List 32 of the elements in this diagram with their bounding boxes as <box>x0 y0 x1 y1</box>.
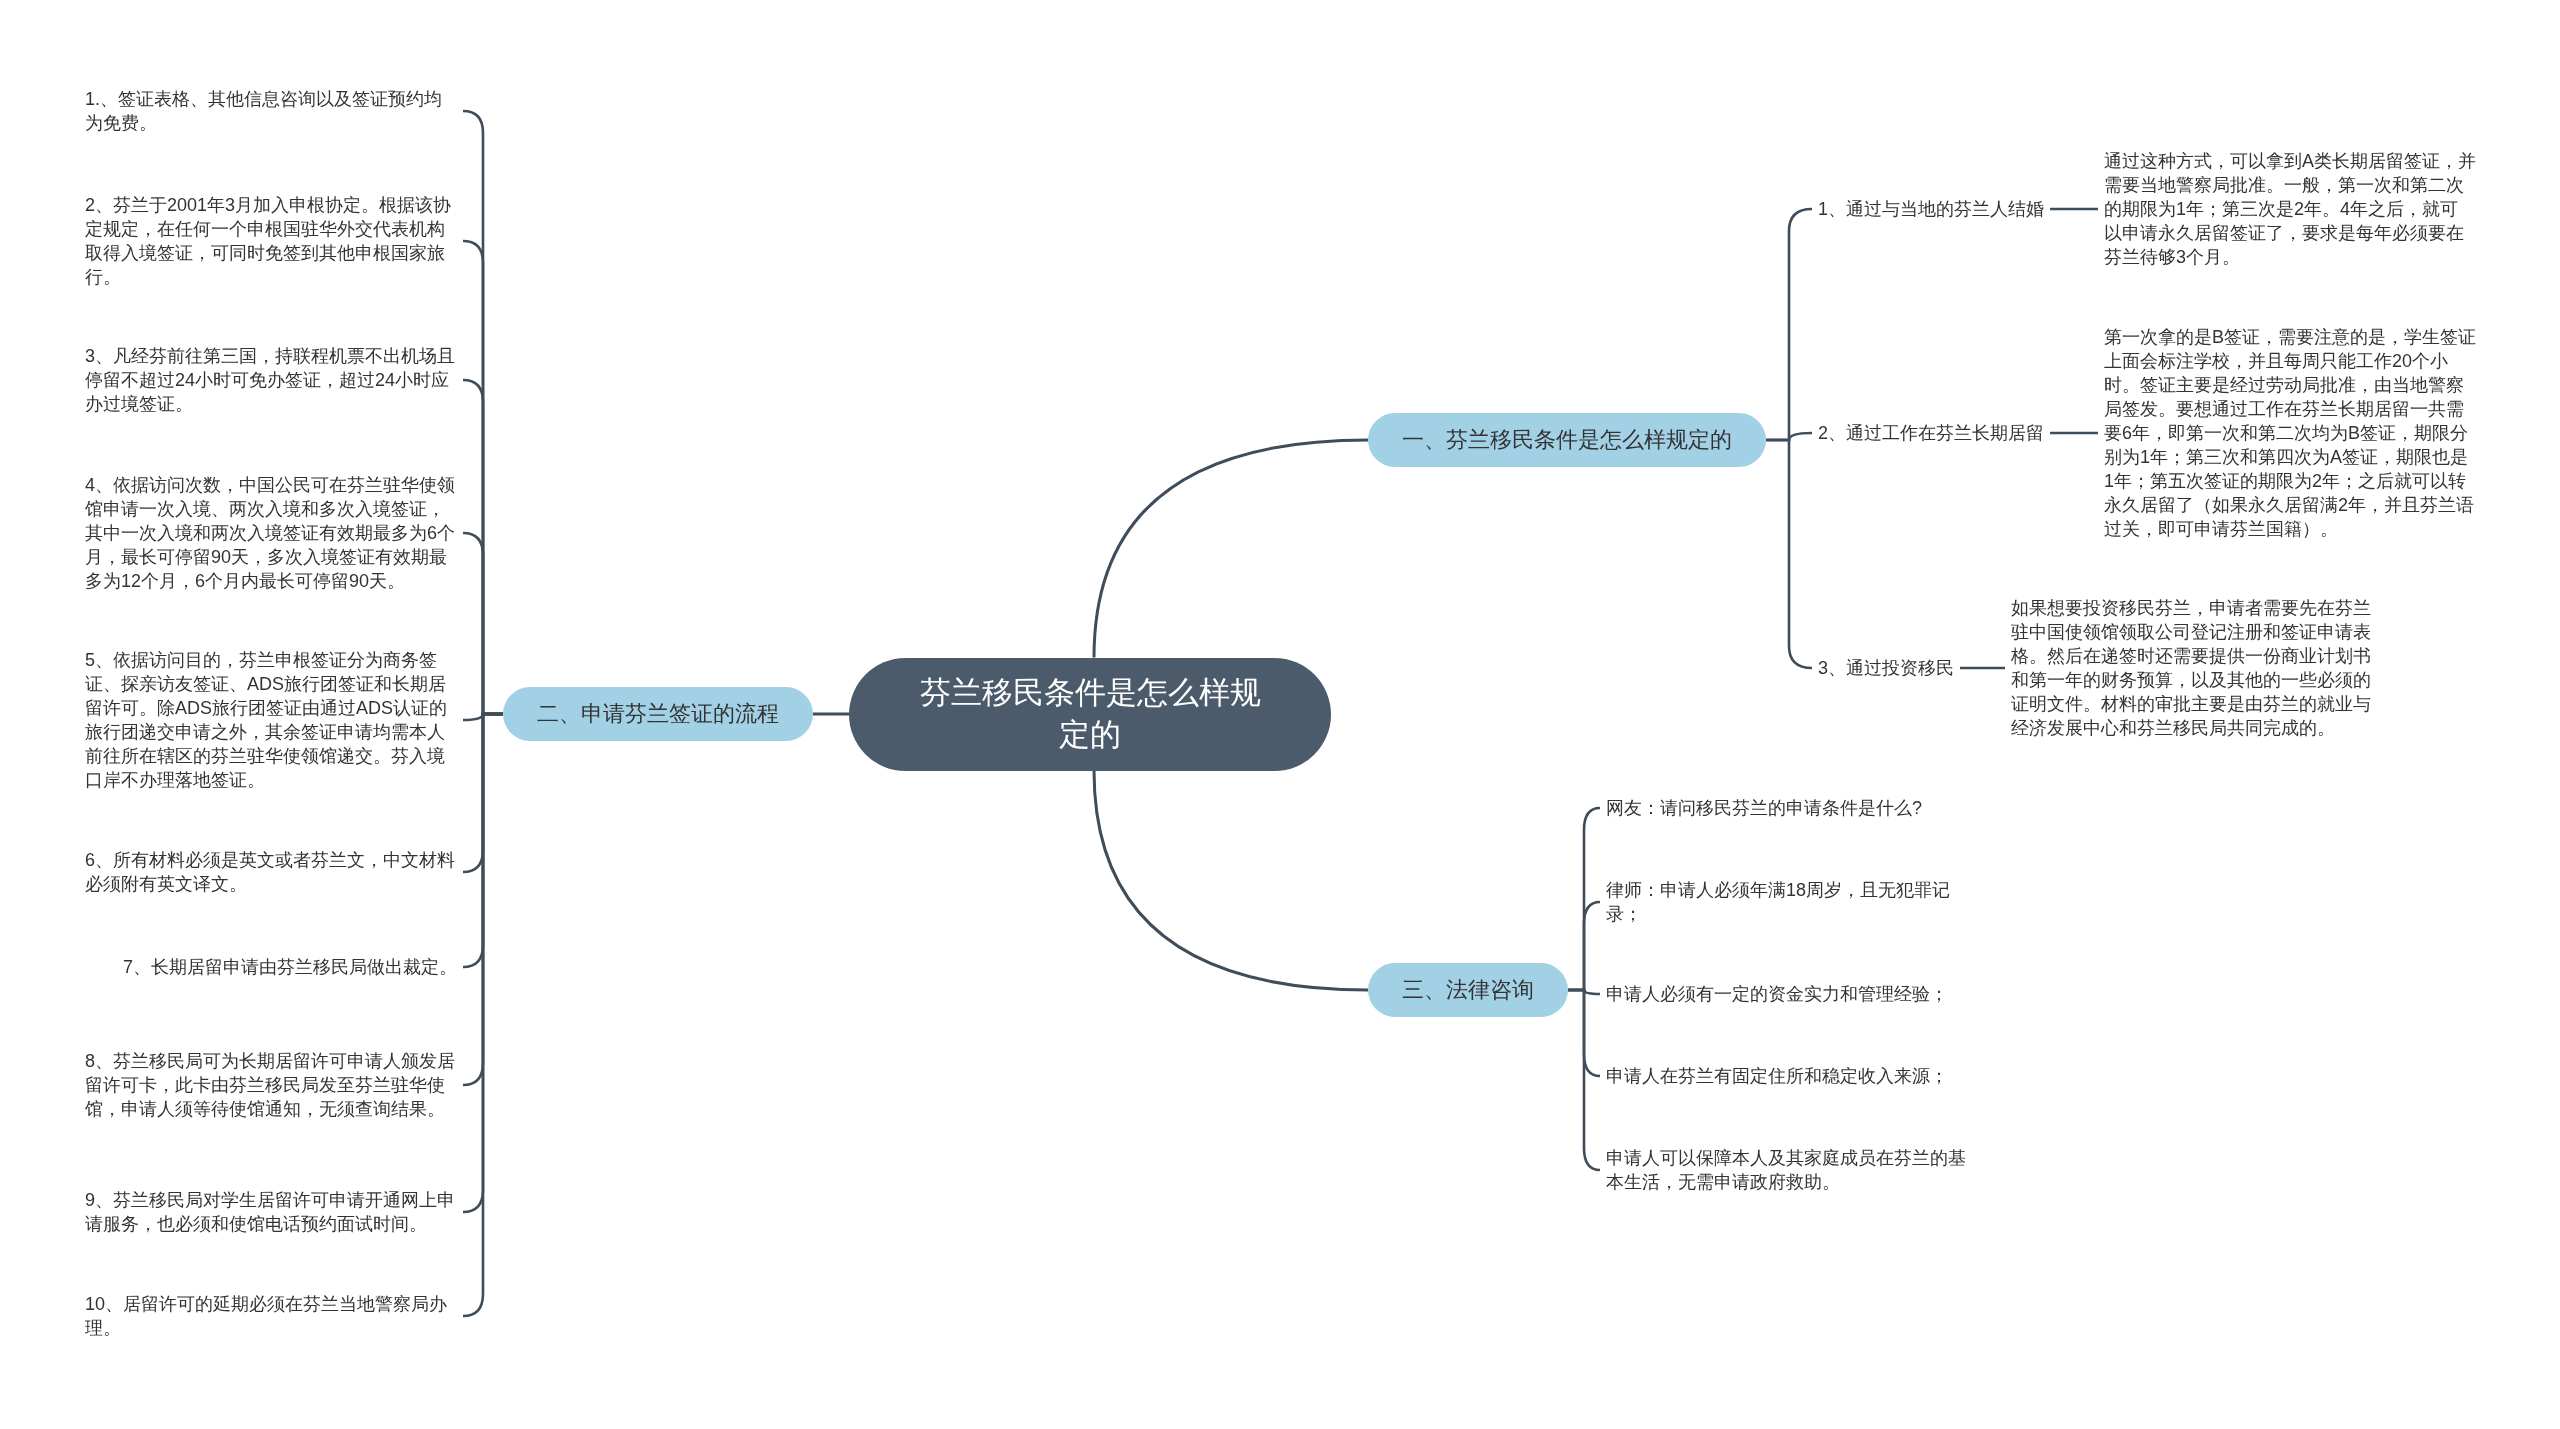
note-text: 律师：申请人必须年满18周岁，且无犯罪记录； <box>1600 876 1984 928</box>
connector-line <box>1092 770 1369 992</box>
branch-topic: 一、芬兰移民条件是怎么样规定的 <box>1368 413 1766 467</box>
central-topic: 芬兰移民条件是怎么样规定的 <box>849 657 1331 771</box>
subtopic-label: 3、通过投资移民 <box>1812 654 1960 682</box>
connector-line <box>1960 666 2005 670</box>
note-text: 8、芬兰移民局可为长期居留许可申请人颁发居留许可卡，此卡由芬兰移民局发至芬兰驻华使馆，申请人须等待使馆通知，无须查询结果。 <box>79 1047 463 1123</box>
note-text: 申请人可以保障本人及其家庭成员在芬兰的基本生活，无需申请政府救助。 <box>1600 1144 1984 1196</box>
note-text: 申请人在芬兰有固定住所和稳定收入来源； <box>1600 1062 1984 1090</box>
note-text: 4、依据访问次数，中国公民可在芬兰驻华使领馆申请一次入境、两次入境和多次入境签证，其中一次入境和两次入境签证有效期最多为6个月，最长可停留90天，多次入境签证有效期最多为12个月，6个月内最长可停留90天。 <box>79 471 463 595</box>
note-text: 7、长期居留申请由芬兰移民局做出裁定。 <box>117 953 463 981</box>
note-text: 5、依据访问目的，芬兰申根签证分为商务签证、探亲访友签证、ADS旅行团签证和长期居留许可。除ADS旅行团签证由通过ADS认证的旅行团递交申请之外，其余签证申请均需本人前往所在辖区的芬兰驻华使领馆递交。芬入境口岸不办理落地签证。 <box>79 646 463 794</box>
subtopic-label: 1、通过与当地的芬兰人结婚 <box>1812 195 2050 223</box>
note-text: 9、芬兰移民局对学生居留许可申请开通网上申请服务，也必须和使馆电话预约面试时间。 <box>79 1186 463 1238</box>
note-text: 如果想要投资移民芬兰，申请者需要先在芬兰驻中国使领馆领取公司登记注册和签证申请表格。然后在递签时还需要提供一份商业计划书和第一年的财务预算，以及其他的一些必须的证明文件。材料的审批主要是由芬兰的就业与经济发展中心和芬兰移民局共同完成的。 <box>2005 594 2389 742</box>
connector-line <box>1092 438 1369 658</box>
note-text: 申请人必须有一定的资金实力和管理经验； <box>1600 980 1984 1008</box>
connector-line <box>813 712 849 716</box>
connector-line <box>2050 431 2098 435</box>
note-text: 通过这种方式，可以拿到A类长期居留签证，并需要当地警察局批准。一般，第一次和第二次的期限为1年；第三次是2年。4年之后，就可以申请永久居留签证了，要求是每年必须要在芬兰待够3个月。 <box>2098 147 2482 271</box>
connector-line <box>2050 207 2098 211</box>
note-text: 网友：请问移民芬兰的申请条件是什么? <box>1600 794 1984 822</box>
subtopic-label: 2、通过工作在芬兰长期居留 <box>1812 419 2050 447</box>
note-text: 1.、签证表格、其他信息咨询以及签证预约均为免费。 <box>79 85 463 137</box>
branch-topic: 三、法律咨询 <box>1368 963 1568 1017</box>
connector-line <box>1568 988 1601 1172</box>
branch-topic: 二、申请芬兰签证的流程 <box>503 687 813 741</box>
note-text: 3、凡经芬前往第三国，持联程机票不出机场且停留不超过24小时可免办签证，超过24小时应办过境签证。 <box>79 342 463 418</box>
note-text: 6、所有材料必须是英文或者芬兰文，中文材料必须附有英文译文。 <box>79 846 463 898</box>
note-text: 2、芬兰于2001年3月加入申根协定。根据该协定规定，在任何一个申根国驻华外交代表机构取得入境签证，可同时免签到其他申根国家旅行。 <box>79 191 463 291</box>
note-text: 10、居留许可的延期必须在芬兰当地警察局办理。 <box>79 1290 463 1342</box>
note-text: 第一次拿的是B签证，需要注意的是，学生签证上面会标注学校，并且每周只能工作20个小时。签证主要是经过劳动局批准，由当地警察局签发。要想通过工作在芬兰长期居留一共需要6年，即第一次和第二次均为B签证，期限分别为1年；第三次和第四次为A签证，期限也是1年；第五次签证的期限为2年；之后就可以转永久居留了（如果永久居留满2年，并且芬兰语过关，即可申请芬兰国籍）。 <box>2098 323 2482 543</box>
